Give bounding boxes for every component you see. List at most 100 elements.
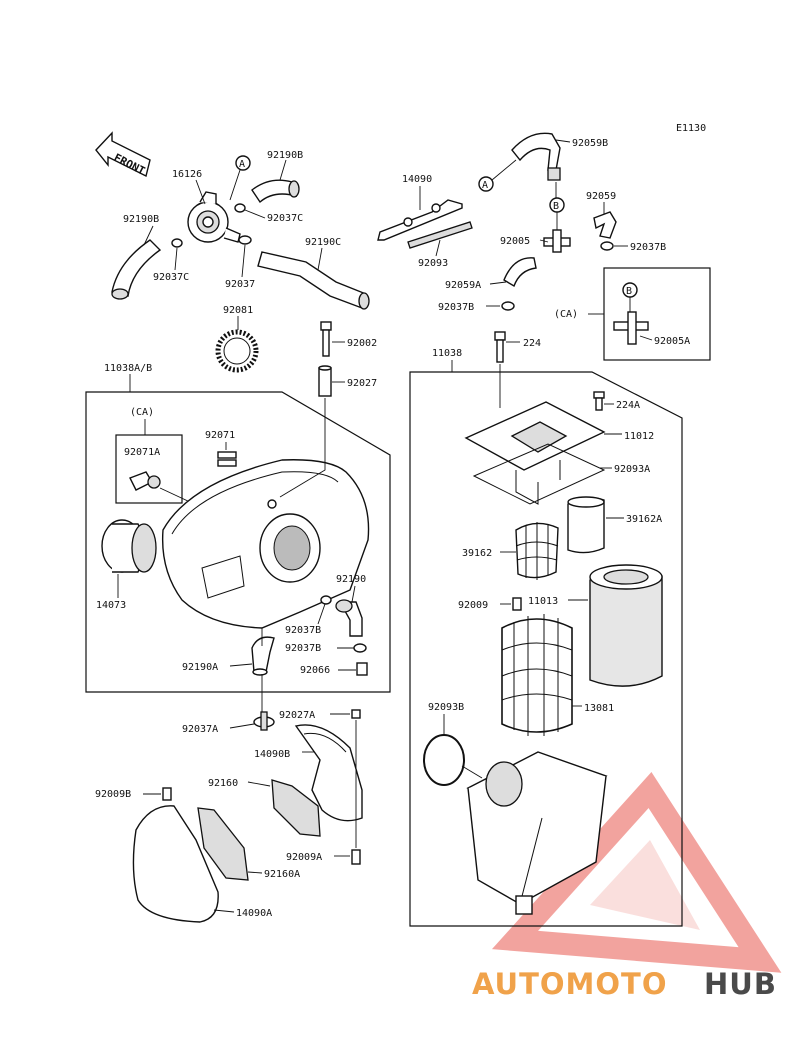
svg-text:92093A: 92093A [614,464,650,475]
svg-text:92009A: 92009A [286,852,322,863]
svg-text:92160: 92160 [208,778,238,789]
air-box-base [466,751,608,915]
plug-92066 [356,662,368,676]
svg-text:39162A: 39162A [626,514,662,525]
svg-text:224: 224 [523,338,541,349]
clamp-92037B-lower [353,643,367,653]
plate-11012 [464,401,606,471]
svg-text:92002: 92002 [347,338,377,349]
pad-92160 [271,779,321,837]
svg-text:11012: 11012 [624,431,654,442]
hose-92190B-left [111,239,162,300]
svg-text:92037B: 92037B [285,625,321,636]
ca-inset-left [115,434,183,504]
filter-cover-39162A [567,496,605,554]
svg-text:14090A: 14090A [236,908,272,919]
bolt-224A [593,391,605,411]
svg-text:92190C: 92190C [305,237,341,248]
svg-text:92190: 92190 [336,574,366,585]
clamp-92037B-right [600,241,614,251]
svg-text:B: B [553,201,559,212]
cage-39162 [515,522,559,580]
svg-text:11038: 11038 [432,348,462,359]
clamp-92037B-upper [320,595,332,605]
elbow-92190A [251,636,275,676]
svg-text:13081: 13081 [584,703,614,714]
svg-text:92071A: 92071A [124,447,160,458]
air-box-case [161,459,370,629]
svg-text:92093: 92093 [418,258,448,269]
fitting-92071A [129,471,161,491]
pad-92160A [197,807,249,881]
hose-92190C [257,251,370,310]
svg-text:92066: 92066 [300,665,330,676]
hose-92059 [593,211,617,239]
svg-text:92037B: 92037B [630,242,666,253]
svg-text:92009: 92009 [458,600,488,611]
front-arrow-icon: FRONT [95,131,151,178]
svg-text:14073: 14073 [96,600,126,611]
svg-text:92037B: 92037B [285,643,321,654]
svg-text:16126: 16126 [172,169,202,180]
clamp-92037 [238,235,252,245]
svg-text:(CA): (CA) [130,407,154,418]
svg-text:92005A: 92005A [654,336,690,347]
svg-text:11038A/B: 11038A/B [104,363,152,374]
bolt-92002 [320,321,332,357]
svg-text:92081: 92081 [223,305,253,316]
clamp-92037A [253,711,275,731]
hose-92059B [511,132,561,181]
ref-circle-a-hose: A [478,176,494,192]
oring-92093B [423,734,465,786]
svg-text:92009B: 92009B [95,789,131,800]
grommet-92071 [217,451,237,467]
svg-text:14090B: 14090B [254,749,290,760]
gasket-92093A [472,443,606,505]
svg-text:92059A: 92059A [445,280,481,291]
svg-text:AUTOMOTO: AUTOMOTO [472,967,667,1001]
svg-text:92059: 92059 [586,191,616,202]
group-box-11038 [409,371,683,927]
svg-text:92190A: 92190A [182,662,218,673]
svg-text:92037C: 92037C [267,213,303,224]
svg-text:92037C: 92037C [153,272,189,283]
bracket-14090 [377,199,463,241]
cover-14090A [132,805,219,923]
hose-92190B-top [251,179,300,204]
hose-92059A [503,257,537,288]
strip-92093 [407,221,473,249]
svg-text:11013: 11013 [528,596,558,607]
ca-inset-right [603,267,711,361]
clamp-92037C-top [234,203,246,213]
svg-text:92160A: 92160A [264,869,300,880]
svg-text:92190B: 92190B [267,150,303,161]
bolt-92009 [512,597,522,611]
ref-circle-b-top: B [549,197,565,213]
svg-text:(CA): (CA) [554,309,578,320]
collar-92027 [318,365,332,397]
svg-text:224A: 224A [616,400,640,411]
bolt-92009B [162,787,172,801]
svg-text:14090: 14090 [402,174,432,185]
ref-circle-b-inset: B [622,282,638,298]
svg-text:39162: 39162 [462,548,492,559]
cross-fitting-92005A [613,311,649,345]
svg-text:92071: 92071 [205,430,235,441]
svg-text:92059B: 92059B [572,138,608,149]
svg-text:92190B: 92190B [123,214,159,225]
hose-92190 [335,599,363,637]
ref-circle-a-top: A [235,155,251,171]
svg-text:HUB: HUB [704,967,777,1001]
diagram-code: E1130 [676,123,706,134]
clamp-92037C-left [171,238,183,248]
svg-text:92005: 92005 [500,236,530,247]
bolt-92009A [351,849,361,865]
watermark-text: AUTOMOTO HUB [472,967,777,1001]
svg-text:92027: 92027 [347,378,377,389]
frame-13081 [501,614,573,736]
svg-text:A: A [239,159,245,170]
filter-element-11013 [589,564,663,687]
duct-14073 [101,519,157,573]
